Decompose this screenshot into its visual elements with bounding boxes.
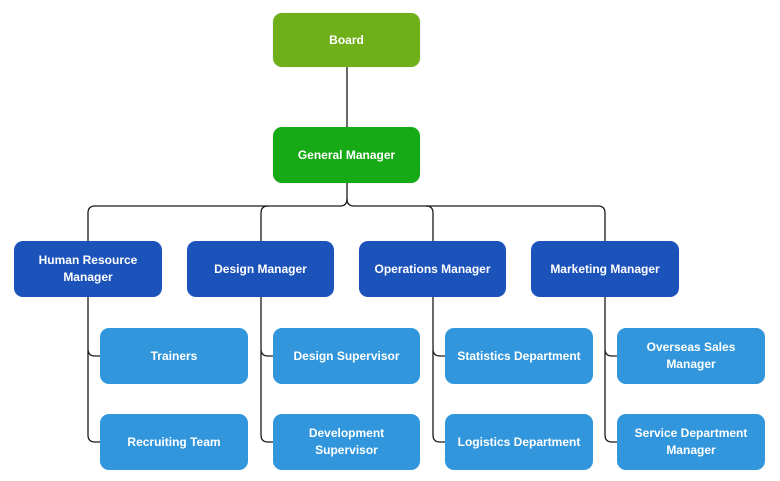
connector-gm-bus: [87, 183, 348, 241]
connector-gm-bus-right: [346, 198, 606, 241]
node-general-manager[interactable]: General Manager: [273, 127, 420, 183]
node-logistics-department[interactable]: Logistics Department: [445, 414, 593, 470]
node-service-department-manager[interactable]: Service Department Manager: [617, 414, 765, 470]
connector-gm-design: [260, 205, 269, 241]
connector-operations-teams: [432, 297, 445, 443]
node-statistics-department[interactable]: Statistics Department: [445, 328, 593, 384]
node-board[interactable]: Board: [273, 13, 420, 67]
node-trainers[interactable]: Trainers: [100, 328, 248, 384]
connector-design-teams: [260, 297, 273, 443]
node-design-supervisor[interactable]: Design Supervisor: [273, 328, 420, 384]
connector-marketing-teams: [604, 297, 617, 443]
connector-hr-teams: [87, 297, 100, 443]
node-design-manager[interactable]: Design Manager: [187, 241, 334, 297]
node-marketing-manager[interactable]: Marketing Manager: [531, 241, 679, 297]
node-human-resource-manager[interactable]: Human Resource Manager: [14, 241, 162, 297]
node-overseas-sales-manager[interactable]: Overseas Sales Manager: [617, 328, 765, 384]
node-recruiting-team[interactable]: Recruiting Team: [100, 414, 248, 470]
node-operations-manager[interactable]: Operations Manager: [359, 241, 506, 297]
connector-gm-operations: [425, 205, 434, 241]
node-development-supervisor[interactable]: Development Supervisor: [273, 414, 420, 470]
